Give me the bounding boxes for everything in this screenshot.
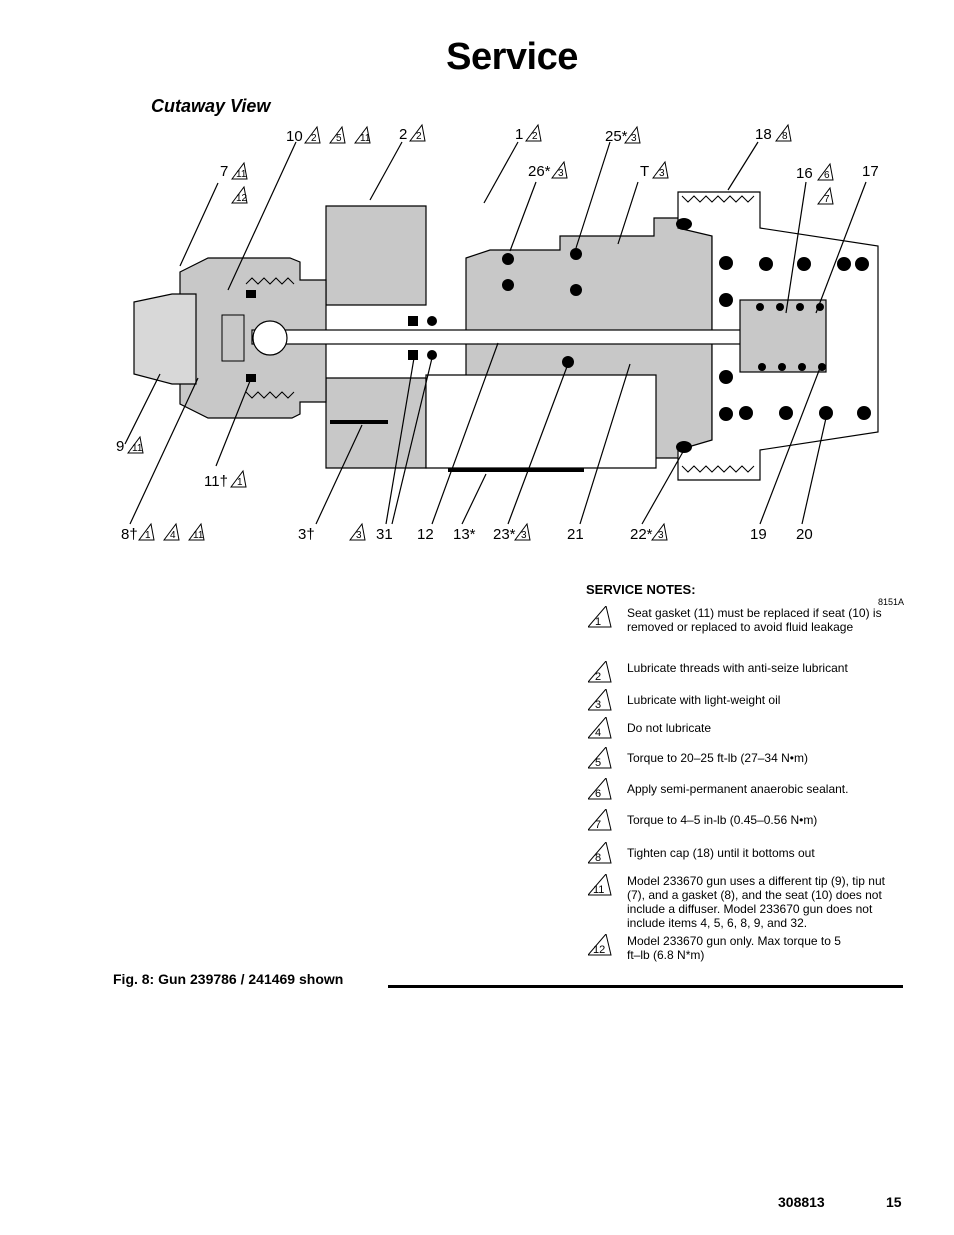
- callout-21: 21: [567, 526, 584, 543]
- page-number: 15: [886, 1194, 902, 1210]
- note-triangle-icon: 8: [588, 842, 612, 864]
- note-ref-10c: 11: [360, 133, 371, 144]
- note-triangle-icon: 4: [588, 717, 612, 739]
- svg-text:8: 8: [595, 852, 601, 864]
- svg-text:5: 5: [595, 757, 601, 769]
- note-text: Lubricate threads with anti-seize lubric…: [627, 661, 848, 675]
- note-ref-1: 2: [532, 131, 538, 142]
- svg-text:4: 4: [595, 727, 601, 739]
- callout-22: 22*: [630, 526, 653, 543]
- note-triangle-icon: 6: [588, 778, 612, 800]
- note-ref-18: 8: [782, 131, 788, 142]
- note-ref-2: 2: [416, 131, 422, 142]
- note-triangle-icon: 7: [588, 809, 612, 831]
- note-ref-31: 3: [356, 530, 362, 541]
- callout-19: 19: [750, 526, 767, 543]
- callout-20: 20: [796, 526, 813, 543]
- callout-31: 31: [376, 526, 393, 543]
- callout-7: 7: [220, 163, 228, 180]
- note-ref-16b: 7: [824, 194, 830, 205]
- note-text: Lubricate with light-weight oil: [627, 693, 781, 707]
- callout-17: 17: [862, 163, 879, 180]
- svg-text:11: 11: [593, 884, 604, 896]
- svg-text:1: 1: [595, 616, 601, 628]
- callout-8: 8†: [121, 526, 138, 543]
- svg-text:6: 6: [595, 788, 601, 800]
- note-triangle-icon: 5: [588, 747, 612, 769]
- callout-23: 23*: [493, 526, 516, 543]
- note-ref-8c: 11: [193, 530, 204, 541]
- note-text: Model 233670 gun uses a different tip (9…: [627, 874, 885, 930]
- note-ref-16a: 6: [824, 170, 830, 181]
- note-ref-22: 3: [658, 530, 664, 541]
- callout-t: T: [640, 163, 649, 180]
- callout-9: 9: [116, 438, 124, 455]
- callout-16: 16: [796, 165, 813, 182]
- callout-26: 26*: [528, 163, 551, 180]
- callout-12: 12: [417, 526, 434, 543]
- page-title: Service: [446, 36, 578, 78]
- callout-10: 10: [286, 128, 303, 145]
- callout-25: 25*: [605, 128, 628, 145]
- cutaway-diagram: 10 2 1 25* 18 7 26* T 16 17 9 11† 8† 3† …: [116, 124, 879, 543]
- callout-13: 13*: [453, 526, 476, 543]
- callout-2: 2: [399, 126, 407, 143]
- callout-18: 18: [755, 126, 772, 143]
- note-text: Model 233670 gun only. Max torque to 5 f…: [627, 934, 841, 962]
- document-number: 308813: [778, 1194, 825, 1210]
- note-text: Tighten cap (18) until it bottoms out: [627, 846, 815, 860]
- note-ref-7b: 12: [236, 193, 248, 204]
- note-triangle-icon: 3: [588, 689, 612, 711]
- svg-text:7: 7: [595, 819, 601, 831]
- note-text: Torque to 20–25 ft-lb (27–34 N•m): [627, 751, 808, 765]
- note-triangle-icon: 11: [588, 874, 612, 896]
- note-ref-10b: 5: [336, 133, 342, 144]
- caption-rule: [388, 985, 903, 988]
- note-ref-7a: 11: [236, 169, 247, 180]
- figure-caption: Fig. 8: Gun 239786 / 241469 shown: [113, 971, 344, 987]
- note-ref-25: 3: [631, 133, 637, 144]
- note-ref-26: 3: [558, 168, 564, 179]
- note-ref-9: 11: [132, 443, 143, 454]
- note-ref-8b: 4: [170, 530, 176, 541]
- note-text: Apply semi-permanent anaerobic sealant.: [627, 782, 849, 796]
- section-heading: Cutaway View: [151, 96, 271, 116]
- note-ref-11: 1: [237, 477, 243, 488]
- note-triangle-icon: 2: [588, 661, 612, 683]
- svg-text:12: 12: [593, 944, 605, 956]
- callout-11: 11†: [204, 473, 228, 490]
- note-triangle-icon: 1: [588, 606, 612, 628]
- gun-body: [133, 191, 879, 481]
- note-text: Torque to 4–5 in-lb (0.45–0.56 N•m): [627, 813, 818, 827]
- note-text: Seat gasket (11) must be replaced if sea…: [627, 606, 882, 634]
- callout-1: 1: [515, 126, 523, 143]
- note-ref-10a: 2: [311, 133, 317, 144]
- note-ref-t: 3: [659, 168, 665, 179]
- service-notes-heading: SERVICE NOTES:: [586, 582, 696, 597]
- note-ref-8a: 1: [145, 530, 151, 541]
- note-text: Do not lubricate: [627, 721, 712, 735]
- svg-text:3: 3: [595, 699, 601, 711]
- svg-text:2: 2: [595, 671, 601, 683]
- note-ref-23: 3: [521, 530, 527, 541]
- callout-3: 3†: [298, 526, 315, 543]
- figure-reference: 8151A: [878, 597, 905, 607]
- note-triangle-icon: 12: [588, 934, 612, 956]
